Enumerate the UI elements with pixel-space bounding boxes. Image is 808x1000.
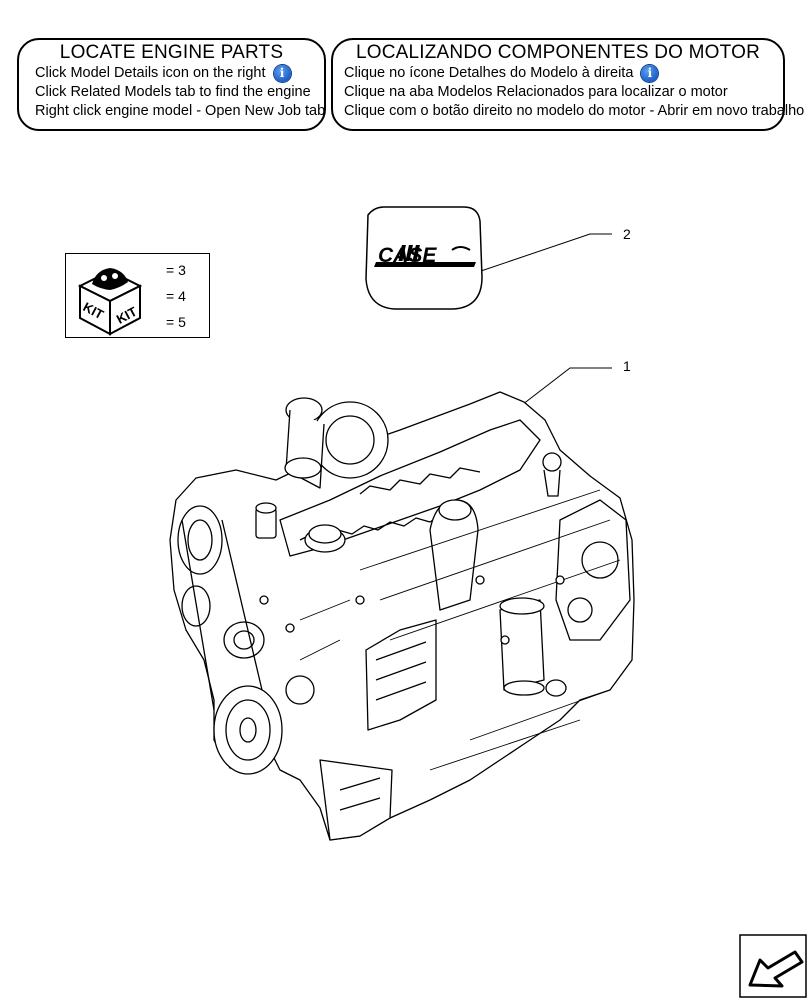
- locate-parts-box-english: LOCATE ENGINE PARTS Click Model Details …: [17, 38, 326, 131]
- leader-line-2: [477, 233, 612, 273]
- kit-ref-3: = 3: [166, 262, 186, 278]
- callout-2: 2: [623, 226, 631, 242]
- kit-ref-5: = 5: [166, 314, 186, 330]
- case-decal-icon: CASE: [365, 206, 483, 310]
- instruction-line-3-pt: Clique com o botão direito no modelo do …: [344, 103, 805, 119]
- locate-parts-box-portuguese: LOCALIZANDO COMPONENTES DO MOTOR Clique …: [331, 38, 805, 131]
- leader-line-1: [517, 367, 612, 409]
- instruction-line-1: Click Model Details icon on the right i: [19, 64, 324, 83]
- info-icon[interactable]: i: [273, 65, 291, 82]
- instruction-text-pt: Clique no ícone Detalhes do Modelo à dir…: [344, 65, 634, 81]
- info-icon-pt[interactable]: i: [641, 65, 659, 82]
- next-page-arrow-icon[interactable]: [739, 934, 807, 998]
- kit-ref-4: = 4: [166, 288, 186, 304]
- instruction-line-3: Right click engine model - Open New Job …: [35, 103, 326, 119]
- kit-reference-box: KIT KIT = 3 = 4 = 5: [65, 253, 210, 338]
- instruction-line-2: Click Related Models tab to find the eng…: [35, 84, 311, 100]
- locate-parts-title-pt: LOCALIZANDO COMPONENTES DO MOTOR: [355, 42, 761, 63]
- instruction-line-2-pt: Clique na aba Modelos Relacionados para …: [344, 84, 728, 100]
- engine-assembly-icon: [169, 391, 635, 841]
- instruction-text: Click Model Details icon on the right: [35, 65, 266, 81]
- locate-parts-title: LOCATE ENGINE PARTS: [59, 42, 284, 63]
- callout-1: 1: [623, 358, 631, 374]
- instruction-line-1-pt: Clique no ícone Detalhes do Modelo à dir…: [333, 64, 783, 83]
- kit-box-icon: KIT KIT: [77, 268, 143, 336]
